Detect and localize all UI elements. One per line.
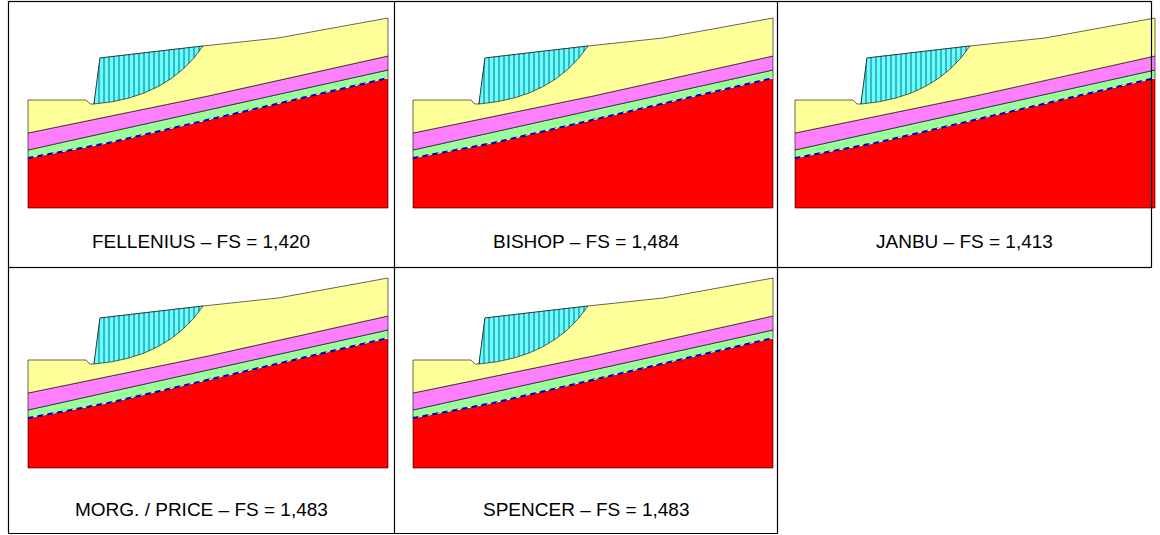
method-caption: JANBU – FS = 1,413	[874, 231, 1055, 253]
method-caption: SPENCER – FS = 1,483	[481, 499, 691, 521]
slope-section	[28, 18, 388, 208]
method-caption: BISHOP – FS = 1,484	[491, 231, 681, 253]
slope-section	[413, 278, 773, 468]
slope-section	[795, 18, 1155, 208]
method-caption: FELLENIUS – FS = 1,420	[90, 231, 312, 253]
slope-section	[413, 18, 773, 208]
method-caption: MORG. / PRICE – FS = 1,483	[73, 499, 330, 521]
slope-section	[28, 278, 388, 468]
table-grid	[9, 2, 1152, 534]
